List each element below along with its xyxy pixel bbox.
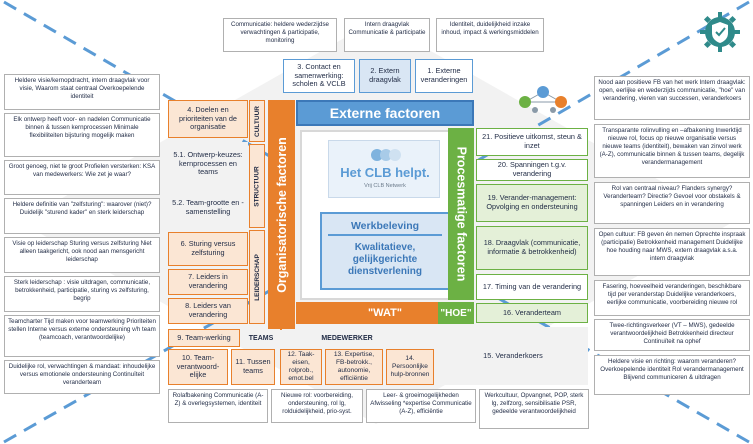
logo-title: Het CLB helpt. [340,165,430,180]
box-15-veranderkoers: 15. Veranderkoers [438,327,588,385]
right-note-1: Nood aan positieve FB van het werk Inter… [594,76,750,120]
bottom-note-4: Werkcultuur, Opvangnet, POP, sterk lg, z… [479,389,589,429]
box-14-persoonlijke-hulpbronnen: 14. Persoonlijke hulp-bronnen [386,349,434,385]
box-5-2-teamgrootte: 5.2. Team-grootte en -samenstelling [168,190,248,226]
right-note-7: Heldere visie en richting: waarom verand… [594,355,750,395]
bottom-note-1: Rolafbakening Communicatie (A-Z) & overl… [168,389,268,423]
label-leiderschap: LEIDERSCHAP [249,230,265,324]
bottom-note-2: Nieuwe rol: voorbereiding, ondersteuning… [271,389,363,423]
box-3-contact-samenwerking: 3. Contact en samenwerking: scholen & VC… [283,59,355,93]
box-17-timing: 17. Timing van de verandering [476,274,588,300]
box-21-positieve-uitkomst: 21. Positieve uitkomst, steun & inzet [476,128,588,156]
top-note-1: Communicatie: heldere wederzijdse verwac… [223,18,337,52]
label-cultuur: CULTUUR [249,100,265,142]
left-note-4: Heldere definitie van "zelfsturing": waa… [4,198,160,234]
label-structuur: STRUCTUUR [249,144,265,228]
label-medewerker: MEDEWERKER [282,329,412,347]
werkbeleving-divider [328,234,442,236]
box-7-leiders-in: 7. Leiders in verandering [168,269,248,295]
box-2-extern-draagvlak: 2. Extern draagvlak [359,59,411,93]
box-6-sturing: 6. Sturing versus zelfsturing [168,232,248,266]
organisatorische-factoren-banner: Organisatorische factoren [268,100,295,330]
kwalitatieve-label: Kwalitatieve, gelijkgerichte dienstverle… [348,242,422,277]
box-19-verandermanagement: 19. Verander-management: Opvolging en on… [476,184,588,222]
box-18-draagvlak: 18. Draagvlak (communicatie, informatie … [476,226,588,270]
bottom-note-3: Leer- & groeimogelijkheden Afwisseling *… [366,389,476,423]
box-11-tussen-teams: 11. Tussen teams [231,349,275,385]
gear-shield-icon [700,12,740,52]
right-note-4: Open cultuur: FB geven én nemen Oprechte… [594,228,750,276]
box-10-teamverantwoordelijke: 10. Team-verantwoord-elijke [168,349,228,385]
label-teams: TEAMS [242,329,280,347]
people-network-icon [519,86,567,113]
logo-subtitle: Vrij CLB Netwerk [364,183,406,189]
left-note-1: Heldere visie/kernopdracht, intern draag… [4,74,160,110]
box-8-leiders-van: 8. Leiders van verandering [168,298,248,324]
left-note-6: Sterk leiderschap : visie uitdragen, com… [4,276,160,312]
box-13-expertise: 13. Expertise, FB-betrokk., autonomie, e… [325,349,383,385]
right-note-2: Transparante rolinvulling en –afbakening… [594,124,750,178]
box-12-taakeisen: 12. Taak-eisen, rolprob., emot.bel [280,349,322,385]
box-5-1-ontwerpkeuzes: 5.1. Ontwerp-keuzes: kernprocessen en te… [168,142,248,186]
clb-logo-mark [371,149,401,161]
right-note-5: Fasering, hoeveelheid veranderingen, bes… [594,280,750,316]
box-20-spanningen: 20. Spanningen t.g.v. verandering [476,159,588,181]
werkbeleving-box: Werkbeleving Kwalitatieve, gelijkgericht… [320,212,450,290]
right-note-6: Twee-richtingsverkeer (VT – MWS), gedeel… [594,319,750,351]
box-1-externe-veranderingen: 1. Externe veranderingen [415,59,473,93]
box-16-veranderteam: 16. Veranderteam [476,303,588,323]
left-note-3: Groot genoeg, niet te groot Profielen ve… [4,160,160,195]
werkbeleving-label: Werkbeleving [350,220,420,232]
left-note-8: Duidelijke rol, verwachtingen & mandaat:… [4,360,160,394]
right-note-3: Rol van centraal niveau? Flanders synerg… [594,182,750,224]
procesmatige-factoren-banner: Procesmatige factoren [448,128,474,300]
hoe-banner: "HOE" [438,302,474,324]
clb-logo: Het CLB helpt. Vrij CLB Netwerk [328,140,440,198]
left-note-2: Elk ontwerp heeft voor- en nadelen Commu… [4,113,160,157]
box-9-teamwerking: 9. Team-werking [168,329,240,347]
box-4-doelen: 4. Doelen en prioriteiten van de organis… [168,100,248,138]
left-note-5: Visie op leiderschap Sturing versus zelf… [4,237,160,273]
externe-factoren-banner: Externe factoren [296,100,474,126]
diagonal-dash-bottom-right [469,280,750,444]
wat-banner: "WAT" [296,302,474,324]
top-note-3: Identiteit, duidelijkheid inzake inhoud,… [436,18,544,52]
left-note-7: Teamcharter Tijd maken voor teamwerking … [4,315,160,357]
top-note-2: Intern draagvlak Communicatie & particip… [344,18,430,52]
